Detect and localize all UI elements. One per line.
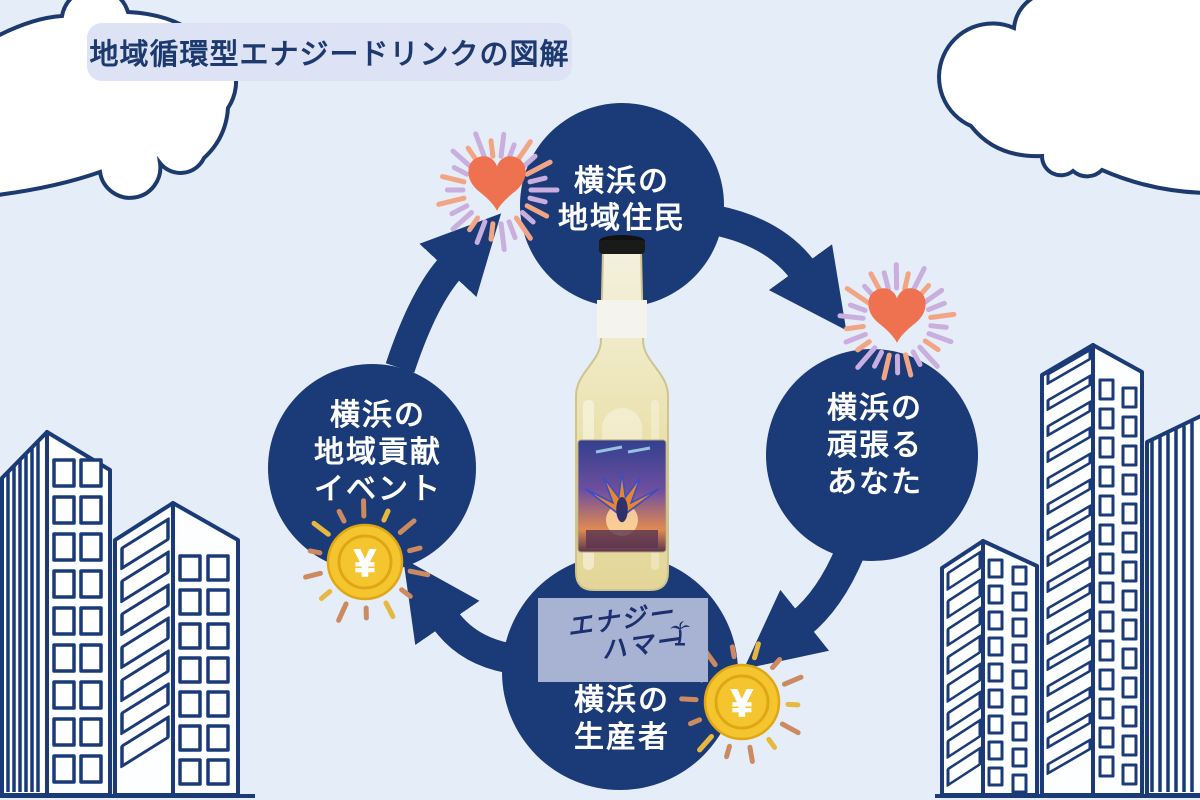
heart-icon — [868, 288, 926, 343]
yen-symbol: ¥ — [354, 543, 375, 585]
buildings-left — [0, 430, 255, 798]
coin-rays-left — [303, 498, 431, 623]
cloud-top-right — [937, 0, 1200, 195]
arrow-residents-to-you — [710, 205, 847, 331]
bottle-label — [577, 439, 667, 553]
cycle-node-you — [766, 349, 978, 561]
title-text: 地域循環型エナジードリンクの図解 — [89, 39, 570, 71]
arrow-you-to-producers — [743, 546, 864, 669]
arrow-event-to-residents — [385, 213, 502, 373]
palm-tree-icon — [670, 621, 690, 646]
page-title: 地域循環型エナジードリンクの図解 — [87, 23, 572, 81]
yen-coin-icon: ¥ — [326, 523, 404, 601]
arrow-producers-to-event — [403, 558, 512, 673]
brand-logo-plate: エナジー ハマー — [538, 598, 708, 682]
phoenix-art — [584, 472, 660, 523]
product-bottle — [575, 235, 669, 591]
yen-symbol: ¥ — [731, 683, 752, 725]
cycle-node-residents — [520, 103, 724, 307]
yen-coin-icon: ¥ — [703, 663, 781, 741]
bottle-cap — [599, 240, 645, 254]
neck-band — [597, 300, 647, 338]
buildings-right — [935, 343, 1200, 798]
cycle-node-event — [268, 364, 476, 572]
heart-icon — [468, 156, 526, 211]
